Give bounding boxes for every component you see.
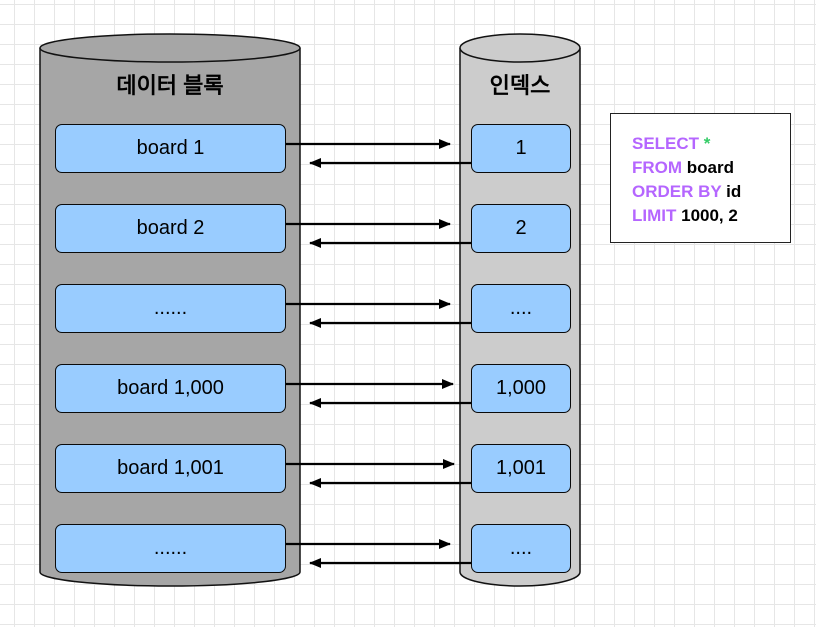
sql-line-1: SELECT *: [632, 132, 790, 156]
data-block-row-3: ......: [55, 284, 286, 333]
arrows-group: [286, 139, 471, 568]
data-block-row-4: board 1,000: [55, 364, 286, 413]
sql-token: id: [721, 182, 742, 201]
sql-token: *: [699, 134, 711, 153]
data-block-row-5: board 1,001: [55, 444, 286, 493]
index-title: 인덱스: [489, 73, 551, 98]
data-block-row-2: board 2: [55, 204, 286, 253]
index-row-3: ....: [471, 284, 571, 333]
index-row-2: 2: [471, 204, 571, 253]
data-block-title: 데이터 블록: [116, 73, 224, 98]
index-row-6: ....: [471, 524, 571, 573]
index-row-4: 1,000: [471, 364, 571, 413]
sql-keyword: SELECT: [632, 134, 700, 153]
data-block-row-6: ......: [55, 524, 286, 573]
sql-line-4: LIMIT 1000, 2: [632, 204, 790, 228]
sql-token: board: [682, 158, 734, 177]
data-block-row-1: board 1: [55, 124, 286, 173]
sql-line-3: ORDER BY id: [632, 180, 790, 204]
sql-keyword: FROM: [632, 158, 683, 177]
sql-keyword: LIMIT: [632, 206, 677, 225]
sql-line-2: FROM board: [632, 156, 790, 180]
sql-token: 1000, 2: [676, 206, 738, 225]
index-row-1: 1: [471, 124, 571, 173]
sql-keyword: ORDER BY: [632, 182, 722, 201]
index-row-5: 1,001: [471, 444, 571, 493]
